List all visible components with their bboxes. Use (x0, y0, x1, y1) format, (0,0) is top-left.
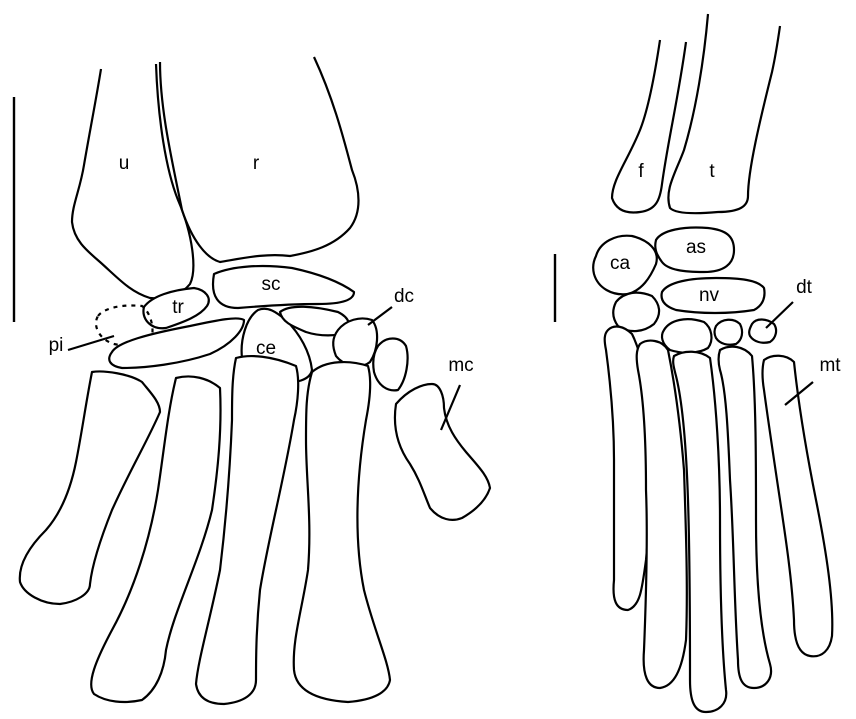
forelimb-manus: u r tr sc dc pi ce mc (14, 57, 490, 704)
label-ca: ca (610, 253, 631, 274)
metacarpal-bone (395, 384, 490, 520)
distal-tarsal-bone (715, 320, 743, 345)
label-ce: ce (256, 338, 276, 359)
label-r: r (253, 153, 260, 174)
metacarpal-bone (294, 362, 390, 702)
label-mc: mc (448, 355, 473, 376)
label-dc: dc (394, 286, 414, 307)
metatarsal-bone (719, 347, 772, 688)
label-sc: sc (262, 274, 281, 295)
hindlimb-pes: f t as ca nv dt mt (555, 14, 841, 712)
scaphoid-bone (213, 266, 354, 308)
label-mt: mt (819, 355, 841, 376)
label-dt: dt (796, 277, 813, 298)
radius-bone (160, 57, 359, 262)
distal-carpal-bone (373, 339, 407, 391)
label-nv: nv (699, 285, 720, 306)
dt-leader-line (766, 302, 793, 328)
label-pi: pi (49, 335, 64, 356)
distal-tarsal-bone (662, 319, 711, 353)
label-t: t (709, 161, 715, 182)
label-as: as (686, 237, 706, 258)
ulnar-carpal-bone (109, 318, 244, 368)
dc-leader-line (368, 307, 392, 325)
label-tr: tr (172, 297, 184, 318)
tarsal-bone (613, 293, 659, 331)
metatarsal-bone (763, 356, 833, 657)
label-u: u (119, 153, 130, 174)
label-f: f (638, 161, 644, 182)
pi-leader-line (68, 336, 114, 350)
